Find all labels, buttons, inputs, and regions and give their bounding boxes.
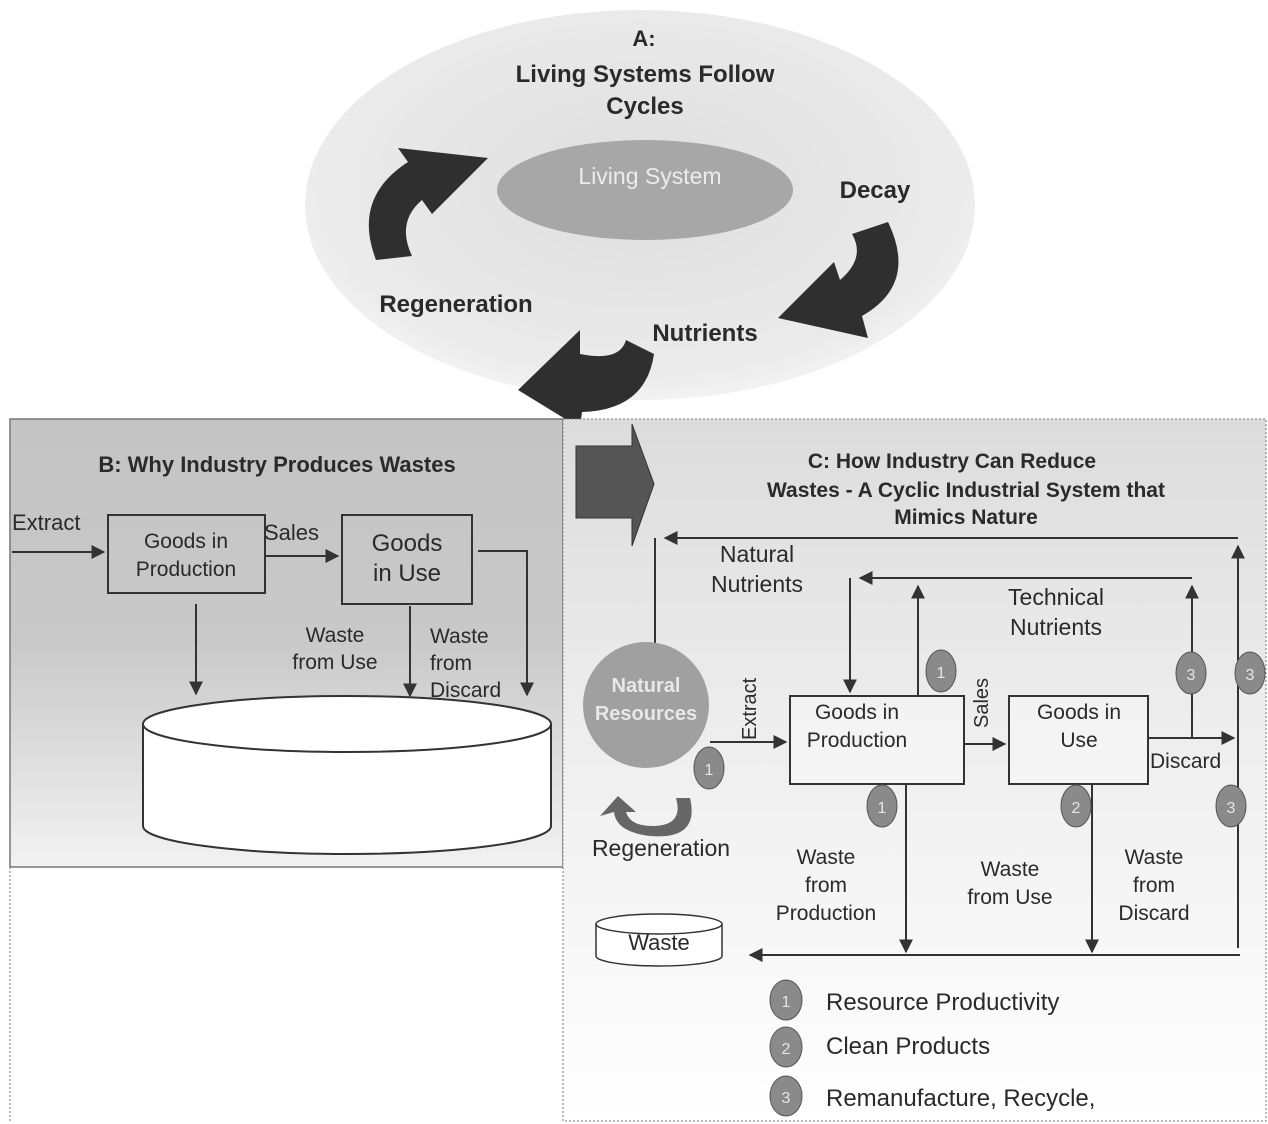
- c-waste-production-line3: Production: [776, 902, 876, 925]
- b-extract-label: Extract: [12, 510, 80, 535]
- svg-text:3: 3: [1187, 667, 1196, 684]
- c-regeneration-label: Regeneration: [592, 835, 730, 861]
- svg-text:1: 1: [937, 665, 946, 682]
- b-goods-production-box: [107, 514, 266, 594]
- panel-b: B: Why Industry Produces Wastes Goods in…: [9, 418, 564, 868]
- legend-item-clean-products: 2 Clean Products: [769, 1026, 990, 1068]
- decay-label: Decay: [840, 177, 911, 204]
- c-sales-label: Sales: [971, 678, 993, 728]
- panel-b-title: B: Why Industry Produces Wastes: [98, 452, 455, 477]
- panel-a-title-line2: Cycles: [606, 93, 683, 120]
- c-waste-use-line2: from Use: [967, 886, 1052, 909]
- living-system-label: Living System: [578, 163, 721, 189]
- cycle-arrow-right-icon: [778, 222, 899, 338]
- legend-item-resource-productivity: 1 Resource Productivity: [769, 979, 1059, 1021]
- legend: 1 Resource Productivity 2 Clean Products…: [769, 979, 1095, 1117]
- c-goods-use-box: [1008, 695, 1149, 785]
- c-waste-discard-line3: Discard: [1118, 902, 1189, 925]
- panel-a-letter: A:: [632, 26, 655, 51]
- b-goods-production-line1: Goods in: [144, 530, 228, 553]
- c-regeneration-arrow-icon: [600, 796, 692, 837]
- svg-text:3: 3: [1227, 800, 1236, 817]
- b-discard-arrow-icon: [478, 550, 534, 697]
- c-natural-resources-line1: Natural: [612, 675, 681, 697]
- c-natural-nutrients-line1: Natural: [720, 541, 794, 567]
- svg-text:1: 1: [878, 800, 887, 817]
- badge-1-tech: 1: [925, 649, 957, 693]
- legend-label: Resource Productivity: [826, 989, 1059, 1016]
- nutrients-label: Nutrients: [652, 320, 757, 347]
- c-technical-nutrients-line1: Technical: [1008, 584, 1104, 610]
- b-landfill-cylinder: [142, 695, 552, 855]
- regeneration-label: Regeneration: [379, 291, 532, 318]
- c-goods-production-line1: Goods in: [815, 701, 899, 724]
- legend-number: 1: [782, 994, 791, 1011]
- c-waste-production-line2: from: [805, 874, 847, 897]
- c-natural-resources-line2: Resources: [595, 703, 697, 725]
- c-goods-use-line2: Use: [1060, 729, 1097, 752]
- c-waste-bin: [595, 913, 723, 967]
- panel-c-title-line2: Wastes - A Cyclic Industrial System that: [767, 479, 1165, 502]
- panel-a-title-line1: Living Systems Follow: [516, 61, 775, 88]
- panel-c: C: How Industry Can Reduce Wastes - A Cy…: [9, 418, 1267, 1122]
- c-extract-label: Extract: [739, 677, 761, 740]
- svg-text:3: 3: [1246, 667, 1255, 684]
- c-goods-production-line2: Production: [807, 729, 907, 752]
- c-technical-nutrients-line2: Nutrients: [1010, 614, 1102, 640]
- badge-1-production-waste: 1: [866, 784, 898, 828]
- b-goods-use-line1: Goods: [372, 530, 443, 557]
- b-waste-discard-line3: Discard: [430, 679, 501, 702]
- b-waste-use-line2: from Use: [292, 651, 377, 674]
- c-waste-bin-label: Waste: [628, 930, 690, 955]
- cycle-arrow-bottom-icon: [518, 330, 654, 428]
- panel-c-title-line1: C: How Industry Can Reduce: [808, 450, 1096, 473]
- b-waste-use-line1: Waste: [306, 624, 365, 647]
- c-waste-production-line1: Waste: [797, 846, 856, 869]
- svg-text:1: 1: [705, 762, 714, 779]
- a-to-c-block-arrow-icon: [575, 423, 655, 547]
- legend-label: Clean Products: [826, 1033, 990, 1060]
- b-waste-discard-line1: Waste: [430, 625, 489, 648]
- badge-3-tech-use: 3: [1175, 651, 1207, 695]
- b-goods-use-box: [341, 514, 473, 605]
- badge-3-natural-loop: 3: [1234, 651, 1266, 695]
- c-waste-use-line1: Waste: [981, 858, 1040, 881]
- b-sales-label: Sales: [264, 520, 319, 545]
- c-goods-production-box: [789, 695, 965, 785]
- living-system-ellipse: [497, 140, 793, 240]
- badge-2-use-waste: 2: [1060, 784, 1092, 828]
- legend-number: 2: [782, 1041, 791, 1058]
- c-natural-resources-circle: [583, 642, 709, 768]
- legend-number: 3: [782, 1090, 791, 1107]
- panel-a: Living System A: Living Systems Follow C…: [305, 10, 975, 428]
- c-goods-use-line1: Goods in: [1037, 701, 1121, 724]
- panel-c-title-line3: Mimics Nature: [894, 506, 1038, 529]
- c-waste-discard-line2: from: [1133, 874, 1175, 897]
- c-discard-label: Discard: [1150, 750, 1221, 773]
- b-waste-discard-line2: from: [430, 652, 472, 675]
- c-waste-discard-line1: Waste: [1125, 846, 1184, 869]
- legend-item-remanufacture: 3 Remanufacture, Recycle,: [769, 1075, 1095, 1117]
- badge-1-extract: 1: [693, 746, 725, 790]
- svg-text:2: 2: [1072, 800, 1081, 817]
- b-goods-use-line2: in Use: [373, 560, 441, 587]
- c-natural-nutrients-line2: Nutrients: [711, 571, 803, 597]
- legend-label: Remanufacture, Recycle,: [826, 1085, 1095, 1112]
- cycle-arrow-top-left-icon: [368, 148, 488, 260]
- badge-3-discard: 3: [1215, 784, 1247, 828]
- b-goods-production-line2: Production: [136, 558, 236, 581]
